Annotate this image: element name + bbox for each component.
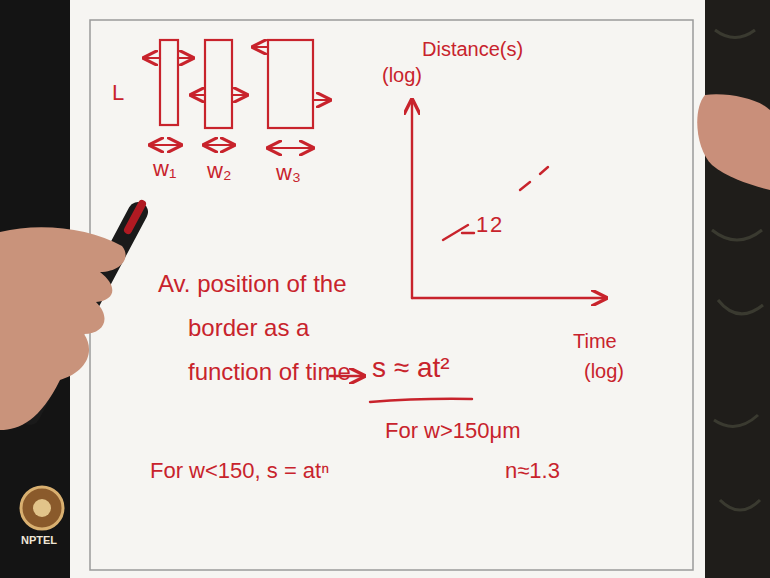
width-label: w₁	[153, 156, 176, 181]
spread-arrow	[232, 94, 247, 96]
strip	[268, 40, 313, 128]
y-axis	[411, 100, 413, 298]
spread-arrow	[313, 99, 330, 101]
hand-illustration	[0, 94, 770, 430]
logo-text: NPTEL	[21, 534, 57, 547]
width-arrow	[150, 144, 181, 146]
paper	[70, 0, 705, 578]
logo	[21, 487, 63, 529]
width-label: w₃	[276, 160, 301, 185]
axis-scale: (log)	[584, 360, 624, 383]
graph	[412, 100, 606, 298]
condition-note: For w<150, s = atⁿ	[150, 458, 329, 483]
spread-arrow	[253, 46, 268, 48]
spread-arrow	[191, 94, 205, 96]
slope-tick	[462, 232, 474, 234]
spread-arrow	[144, 57, 160, 59]
logo-emblem	[21, 487, 63, 529]
strips	[144, 40, 330, 148]
equation: n≈1.3	[505, 458, 560, 483]
equation: s ≈ at²	[372, 352, 450, 384]
axis-title: Time	[573, 330, 617, 353]
paper-border	[90, 20, 693, 570]
width-arrow	[268, 147, 313, 149]
hand	[697, 94, 770, 190]
marker-tip	[128, 204, 142, 230]
slope-number: 1	[476, 212, 488, 237]
hand	[0, 227, 126, 430]
spread-arrow	[178, 57, 193, 59]
trend-dash	[540, 167, 548, 174]
strip	[205, 40, 232, 128]
width-arrow	[204, 144, 234, 146]
trend-dash	[520, 182, 530, 190]
axis-scale: (log)	[382, 64, 422, 87]
length-label: L	[112, 80, 124, 105]
slope-number: 2	[490, 212, 502, 237]
axis-title: Distance(s)	[422, 38, 523, 61]
width-label: w₂	[207, 158, 231, 183]
note: Av. position of the border as a function…	[158, 262, 393, 394]
logo-emblem	[33, 499, 51, 517]
underline	[370, 399, 472, 402]
condition-note: For w>150μm	[385, 418, 521, 443]
strip	[160, 40, 178, 125]
dark-background	[705, 0, 770, 578]
x-axis	[412, 297, 606, 299]
